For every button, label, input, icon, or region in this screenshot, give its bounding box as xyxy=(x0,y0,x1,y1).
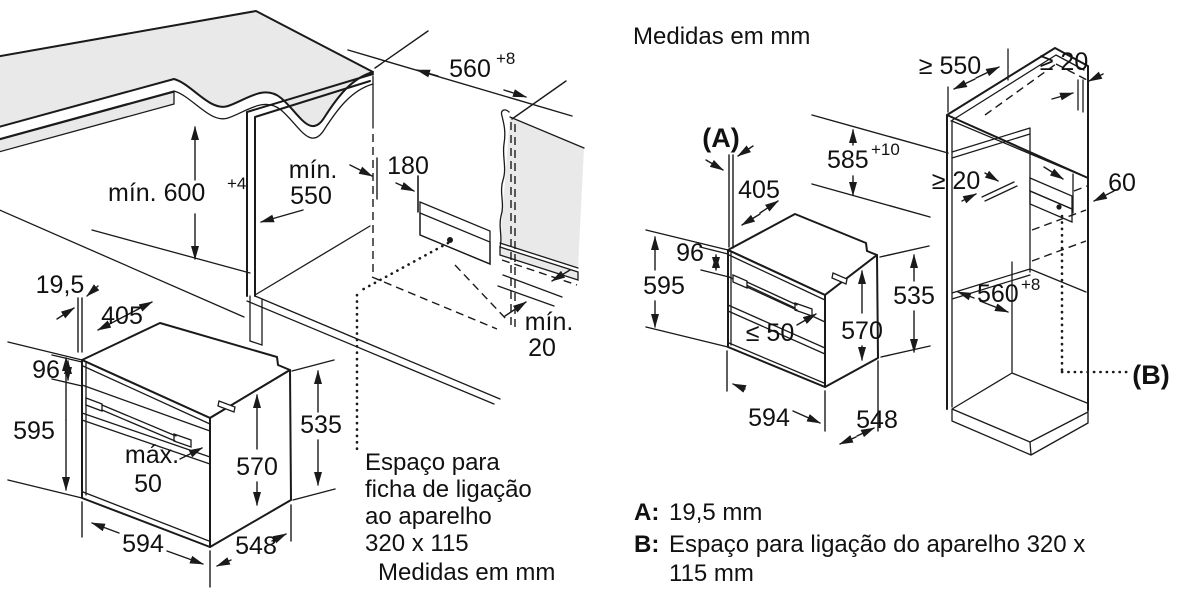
dim-top-depth-right: 405 xyxy=(738,176,780,204)
dim-niche-height-right-sup: +10 xyxy=(871,140,900,159)
dim-depth-l2: 550 xyxy=(290,182,332,210)
right-dotted-leader xyxy=(1060,214,1129,374)
note-line2: ficha de ligação xyxy=(365,476,532,503)
dim-handle-right: ≤ 50 xyxy=(746,319,794,347)
legend-a-key: A: xyxy=(634,499,659,526)
dim-vent-offset: 180 xyxy=(387,152,429,180)
right-legend: A: 19,5 mm B: Espaço para ligação do apa… xyxy=(634,499,1085,587)
legend-b-key: B: xyxy=(634,531,659,558)
left-oven xyxy=(81,322,292,548)
left-note: Espaço para ficha de ligação ao aparelho… xyxy=(365,449,555,586)
dim-depth-right: ≥ 550 xyxy=(919,52,981,80)
dim-body-depth: 548 xyxy=(235,532,277,560)
dim-shelf-gap: ≥ 20 xyxy=(932,167,980,195)
note-line1: Espaço para xyxy=(365,449,500,476)
vent-hatch xyxy=(419,212,491,265)
left-cabinet xyxy=(0,73,509,405)
dim-niche-width-right: 560 xyxy=(977,280,1019,308)
dim-body-height-right: 535 xyxy=(893,282,935,310)
right-diagram: Medidas em mm xyxy=(633,23,1170,587)
dim-top-width-sup: +8 xyxy=(496,49,515,68)
dim-niche-width-right-sup: +8 xyxy=(1021,275,1040,294)
right-dimension-labels: (A) 405 585 +10 ≥ 550 ≥ 20 ≥ 20 60 96 59… xyxy=(643,48,1170,434)
legend-a-value: 19,5 mm xyxy=(669,499,762,526)
note-line4: 320 x 115 xyxy=(365,530,469,557)
left-dimension-lines xyxy=(7,30,573,588)
dim-handle-l2: 50 xyxy=(134,470,162,498)
legend-b-value: Espaço para ligação do aparelho 320 x xyxy=(669,531,1085,558)
dim-body-depth-right: 548 xyxy=(856,406,898,434)
dim-door-height: 570 xyxy=(236,453,278,481)
oven-side-grip xyxy=(217,400,236,413)
dim-niche-height-sup: +4 xyxy=(227,174,246,193)
dim-body-height: 535 xyxy=(300,411,342,439)
left-worktop xyxy=(0,10,374,153)
dim-door-height-right: 570 xyxy=(841,317,883,345)
dim-top-depth: 405 xyxy=(101,302,143,330)
dim-vent-depth: 60 xyxy=(1108,169,1136,197)
right-connection-space-vent xyxy=(1029,177,1073,223)
ref-a-label: (A) xyxy=(702,123,739,153)
oven-handle-right xyxy=(732,274,813,317)
left-connection-space-vent xyxy=(417,175,491,265)
dim-width-right: 594 xyxy=(748,404,790,432)
dim-frame: 19,5 xyxy=(36,271,85,299)
vent-leader-dot xyxy=(447,237,453,243)
oven-handle xyxy=(85,397,192,448)
oven-side-grip-right xyxy=(831,272,848,285)
vent-hatch-right xyxy=(1029,190,1073,223)
dim-niche-height: mín. 600 xyxy=(108,179,205,207)
dim-top-width: 560 xyxy=(449,55,491,83)
dim-handle-l1: máx. xyxy=(125,441,179,469)
legend-b-value-cont: 115 mm xyxy=(669,560,754,587)
left-wall-slab xyxy=(497,109,585,332)
dim-panel-height-right: 96 xyxy=(676,239,704,267)
dim-panel-height: 96 xyxy=(32,356,60,384)
dim-width: 594 xyxy=(122,530,164,558)
dim-height-right: 595 xyxy=(643,272,685,300)
left-dimension-labels: 560 +8 180 mín. 550 mín. 600 +4 mín. 20 … xyxy=(13,49,573,560)
dim-rear-gap-l2: 20 xyxy=(528,334,556,362)
dim-niche-height-right: 585 xyxy=(827,146,869,174)
right-tall-cabinet xyxy=(946,47,1089,456)
note-line3: ao aparelho xyxy=(365,503,492,530)
dim-depth-l1: mín. xyxy=(289,156,338,184)
left-diagram: 560 +8 180 mín. 550 mín. 600 +4 mín. 20 … xyxy=(0,10,585,588)
left-dotted-leader xyxy=(355,241,450,454)
dim-height: 595 xyxy=(13,417,55,445)
vent-leader-dot-right xyxy=(1056,204,1062,210)
dim-top-gap: ≥ 20 xyxy=(1040,48,1088,76)
right-title: Medidas em mm xyxy=(633,23,810,50)
right-dimension-lines xyxy=(645,66,1115,445)
dim-rear-gap-l1: mín. xyxy=(525,308,574,336)
right-oven xyxy=(727,213,879,388)
ref-b-label: (B) xyxy=(1132,360,1169,390)
left-units-note: Medidas em mm xyxy=(378,559,555,586)
